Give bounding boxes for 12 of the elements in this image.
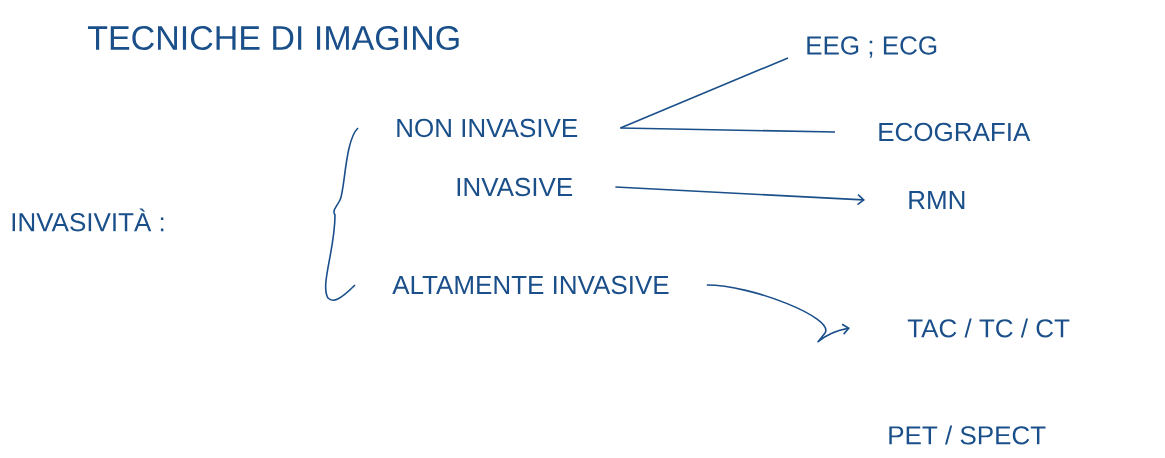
node-text: ECOGRAFIA <box>879 122 1031 142</box>
label-text: PET / SPECT <box>889 425 1046 445</box>
node-text: ALTAMENTE INVASIVE <box>392 275 669 295</box>
node-text: NON INVASIVE <box>397 118 578 138</box>
arrow <box>614 186 865 206</box>
label-text: INVASIVITÀ : <box>12 208 164 232</box>
node-text: TAC / TC / CT <box>907 318 1070 338</box>
arrow <box>706 284 850 343</box>
node-text: RMN <box>909 191 965 209</box>
node-text: EEG ; ECG <box>807 36 937 58</box>
node-text: INVASIVE <box>457 177 573 197</box>
title: TECNICHE DI IMAGING <box>87 25 459 51</box>
